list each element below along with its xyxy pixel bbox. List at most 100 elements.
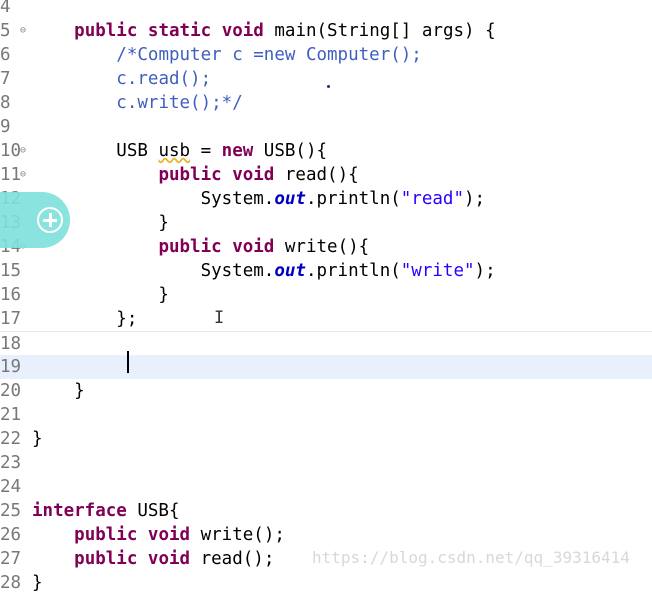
code-text: public void read(); [32,547,274,571]
code-token: out [274,261,306,281]
code-token: read(); [190,549,275,569]
code-token [32,21,74,41]
code-token: new [221,141,254,161]
floating-plus-button[interactable] [0,192,70,248]
code-token: System. [32,261,275,281]
line-number: 25 [0,501,22,521]
code-line[interactable]: 19 [0,355,652,379]
line-number: 26 [0,525,22,545]
code-line[interactable]: 17 }; [0,307,652,331]
code-line[interactable]: 28} [0,571,652,595]
line-number: 15 [0,261,22,281]
code-line[interactable]: 18 [0,331,652,356]
code-token: ); [463,189,486,209]
line-number: 22 [0,429,22,449]
code-token: .println( [305,189,401,209]
code-text: } [32,427,43,451]
code-token: }; [32,309,138,329]
line-number: 28 [0,573,22,593]
line-number: 18 [0,334,22,354]
code-text: c.read(); [32,67,211,91]
code-line[interactable]: 13 } [0,211,652,235]
code-token [137,549,148,569]
code-token: void [232,237,275,257]
code-text: /*Computer c =new Computer(); [32,43,422,67]
code-token: void [147,549,191,569]
code-line[interactable]: 5 ⊖ public static void main(String[] args… [0,19,652,43]
code-line[interactable]: 24 [0,475,652,499]
line-number: 23 [0,453,22,473]
code-text: c.write();*/ [32,91,243,115]
code-token [32,165,158,185]
code-token: USB{ [126,501,180,521]
code-line[interactable]: 26 public void write(); [0,523,652,547]
code-line[interactable]: 10⊖ USB usb = new USB(){ [0,139,652,163]
code-line[interactable]: 8 c.write();*/ [0,91,652,115]
code-token: } [32,285,169,305]
code-token: = [190,141,222,161]
code-line[interactable]: 15 System.out.println("write"); [0,259,652,283]
code-line[interactable]: 4 [0,0,652,19]
fold-toggle-icon[interactable]: ⊖ [20,169,27,180]
code-line[interactable]: 22} [0,427,652,451]
code-token [32,549,74,569]
code-token: public [74,549,138,569]
line-number: 27 [0,549,22,569]
code-line[interactable]: 27 public void read(); [0,547,652,571]
code-line[interactable]: 9 [0,115,652,139]
code-text: public void read(){ [32,163,358,187]
code-token: c.write();*/ [116,93,243,113]
code-line[interactable]: 14⊖ public void write(){ [0,235,652,259]
fold-toggle-icon[interactable]: ⊖ [20,145,27,156]
code-token: "write" [400,261,475,281]
code-token [32,69,116,89]
code-token: } [32,381,85,401]
plus-circle-icon [37,207,63,233]
code-line[interactable]: 7 c.read(); [0,67,652,91]
code-token [222,165,233,185]
code-token: void [221,21,264,41]
code-text: System.out.println("read"); [32,187,486,211]
code-text: } [32,283,169,307]
code-token [137,525,148,545]
code-token: /*Computer c =new Computer(); [116,45,422,65]
code-line[interactable]: 16 } [0,283,652,307]
code-token: usb [158,141,191,161]
code-token: USB [32,141,159,161]
code-line[interactable]: 20 } [0,379,652,403]
code-text: public static void main(String[] args) { [32,19,495,43]
code-line[interactable]: 12 System.out.println("read"); [0,187,652,211]
line-number: 5 [0,21,11,41]
code-token: } [32,429,43,449]
code-token: System. [32,189,275,209]
code-line[interactable]: 6 /*Computer c =new Computer(); [0,43,652,67]
code-token: .println( [305,261,401,281]
code-line[interactable]: 25 interface USB{ [0,499,652,523]
code-token: USB(){ [253,141,328,161]
code-text: public void write(){ [32,235,369,259]
code-token [32,525,74,545]
code-line[interactable]: 11⊖ public void read(){ [0,163,652,187]
code-token [32,93,116,113]
line-number: 17 [0,309,22,329]
code-token: } [32,213,169,233]
text-caret [127,351,129,373]
code-token: public [74,525,138,545]
code-line[interactable]: 21 [0,403,652,427]
code-token: void [232,165,275,185]
code-token: ); [474,261,496,281]
line-number: 10 [0,141,22,161]
code-line[interactable]: 23 [0,451,652,475]
fold-toggle-icon[interactable]: ⊖ [20,25,27,36]
ibeam-cursor-icon: I [214,308,225,328]
code-token [211,21,222,41]
code-text: } [32,379,85,403]
code-token: write(); [190,525,285,545]
code-token [32,45,116,65]
code-token: public [158,165,222,185]
code-token: write(){ [274,237,370,257]
line-number: 19 [0,357,22,377]
code-text: interface USB{ [32,499,180,523]
line-number: 16 [0,285,22,305]
